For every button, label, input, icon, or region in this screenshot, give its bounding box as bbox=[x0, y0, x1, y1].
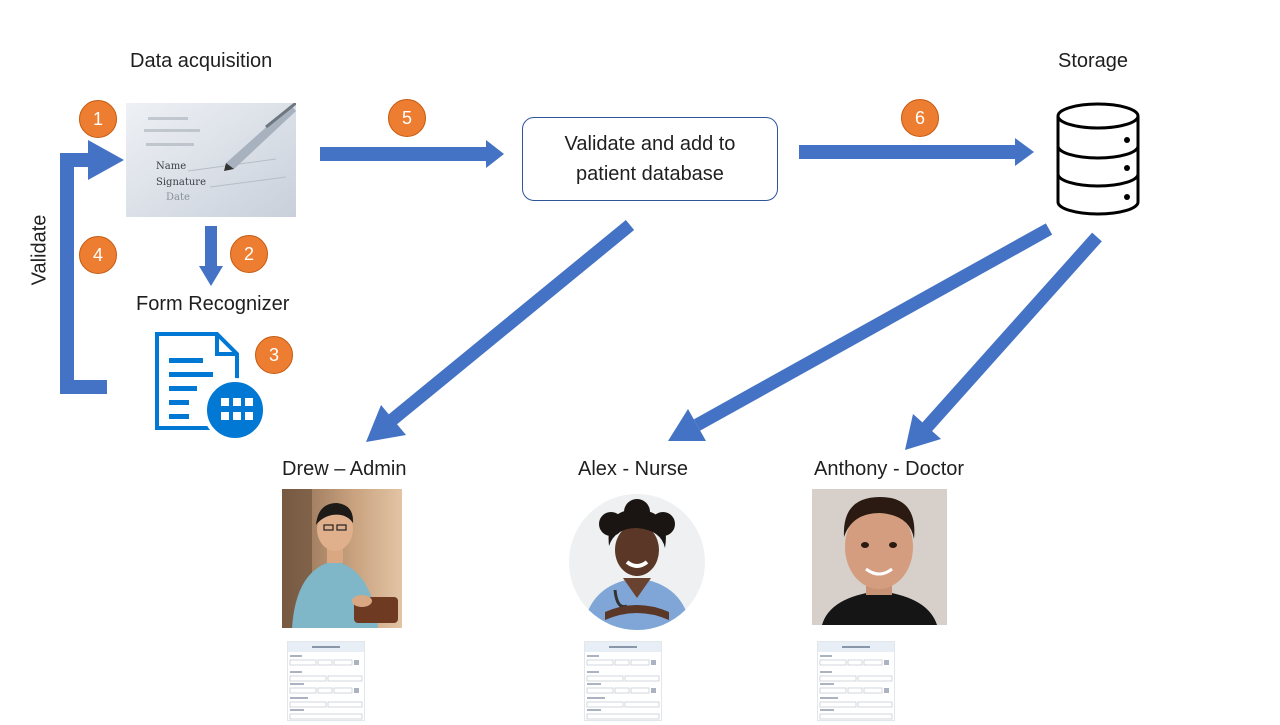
signature-form-photo: Name Signature Date bbox=[126, 103, 296, 217]
step-badge-5: 5 bbox=[388, 99, 426, 137]
step-badge-4: 4 bbox=[79, 236, 117, 274]
form-photo-name-text: Name bbox=[156, 161, 186, 172]
step-badge-3: 3 bbox=[255, 336, 293, 374]
pen-icon bbox=[224, 103, 296, 171]
form-thumbnail-alex bbox=[584, 641, 662, 721]
persona-label-anthony: Anthony - Doctor bbox=[814, 458, 965, 480]
form-recognizer-icon bbox=[155, 332, 269, 442]
arrow-2-head bbox=[199, 266, 223, 286]
validate-loop-vertical bbox=[60, 153, 74, 394]
step-badge-1: 1 bbox=[79, 100, 117, 138]
drew-admin-photo bbox=[282, 489, 402, 628]
persona-label-alex: Alex - Nurse bbox=[578, 458, 689, 480]
storage-label: Storage bbox=[1058, 50, 1129, 72]
arrow-6-shaft bbox=[799, 145, 1017, 159]
data-acquisition-label: Data acquisition bbox=[130, 50, 273, 72]
arrow-5-shaft bbox=[320, 147, 488, 161]
form-thumbnail-drew bbox=[287, 641, 365, 721]
arrow-to-drew-head bbox=[366, 405, 406, 442]
validate-label: Validate bbox=[28, 214, 51, 286]
arrow-to-alex-head bbox=[668, 409, 706, 441]
arrow-to-drew-shaft bbox=[387, 219, 635, 426]
validate-loop-top bbox=[60, 153, 92, 167]
validate-add-process-box: Validate and add to patient database bbox=[522, 117, 778, 201]
validate-loop-arrowhead bbox=[88, 140, 124, 180]
arrow-to-alex-shaft bbox=[693, 223, 1053, 431]
alex-nurse-photo bbox=[569, 494, 705, 630]
step-badge-2: 2 bbox=[230, 235, 268, 273]
form-photo-signature-text: Signature bbox=[156, 177, 206, 188]
database-icon bbox=[1055, 102, 1141, 216]
form-photo-date-text: Date bbox=[166, 192, 190, 203]
arrow-5-head bbox=[486, 140, 504, 168]
arrow-6-head bbox=[1015, 138, 1034, 166]
process-line-2: patient database bbox=[576, 163, 724, 185]
arrow-to-anthony-shaft bbox=[922, 232, 1102, 432]
process-line-1: Validate and add to bbox=[564, 133, 736, 155]
anthony-doctor-photo bbox=[812, 489, 947, 625]
persona-label-drew: Drew – Admin bbox=[282, 458, 407, 480]
step-badge-6: 6 bbox=[901, 99, 939, 137]
form-recognizer-label: Form Recognizer bbox=[136, 293, 290, 315]
arrow-to-anthony-head bbox=[905, 414, 941, 450]
arrow-2-shaft bbox=[205, 226, 217, 268]
form-thumbnail-anthony bbox=[817, 641, 895, 721]
